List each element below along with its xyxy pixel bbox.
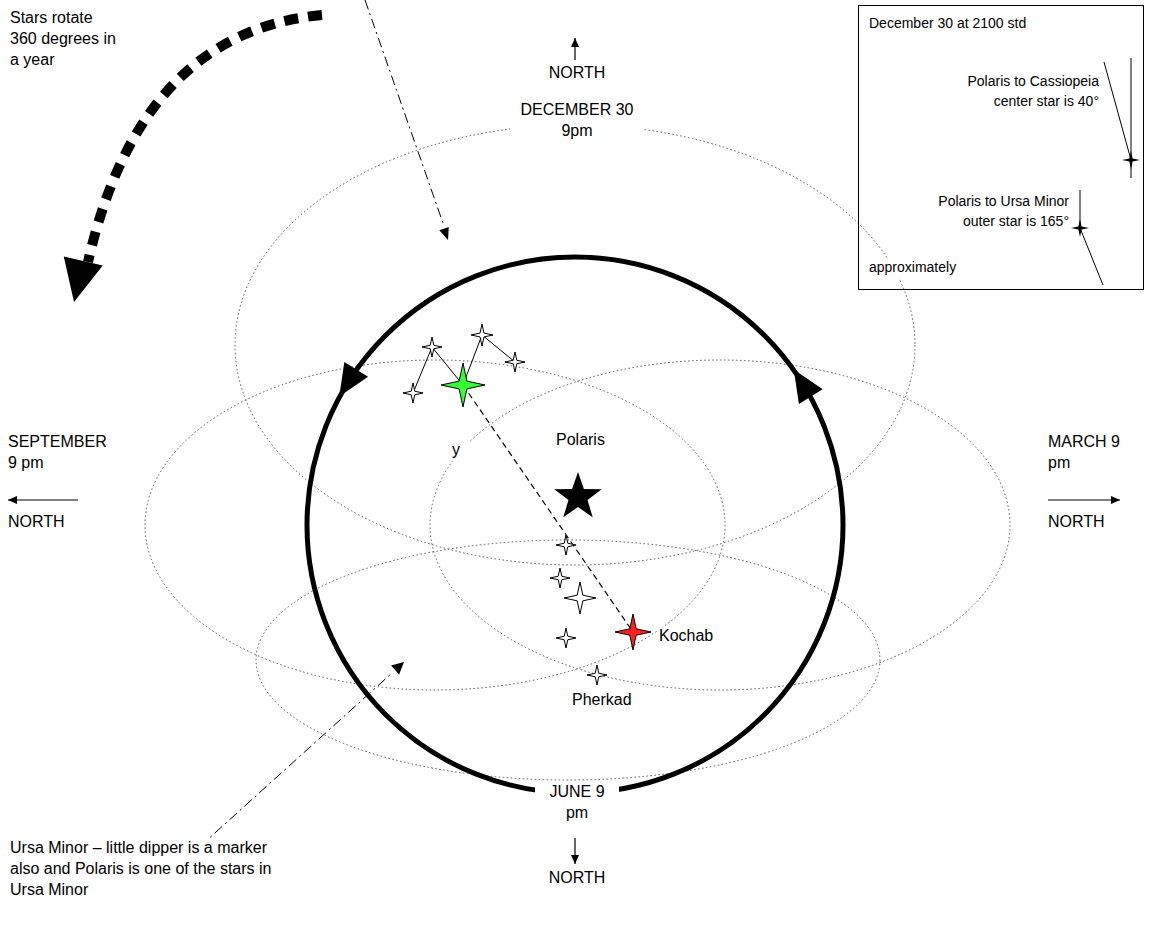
- leader-arrowhead: [391, 662, 404, 674]
- note-label: Stars rotate 360 degrees in a year: [8, 8, 120, 70]
- star-label: Polaris: [554, 430, 628, 451]
- kochab-star: [615, 614, 651, 650]
- star: [505, 352, 525, 372]
- star-label: Pherkad: [570, 690, 649, 711]
- time-label: DECEMBER 30 9pm: [510, 100, 644, 142]
- direction-label: NORTH: [535, 868, 619, 889]
- direction-label: NORTH: [6, 512, 90, 533]
- rotation-dashed-arrow: [88, 15, 322, 262]
- time-label: SEPTEMBER 9 pm: [6, 432, 122, 474]
- direction-label: NORTH: [1046, 512, 1130, 533]
- star-label: Kochab: [657, 626, 731, 647]
- note-text: Polaris to Cassiopeia center star is 40°: [947, 72, 1099, 111]
- season-ellipse: [145, 360, 725, 690]
- north-arrowhead: [8, 496, 17, 504]
- time-label: MARCH 9 pm: [1046, 432, 1140, 474]
- leader-line: [365, 0, 444, 226]
- note-text: December 30 at 2100 std: [869, 14, 1129, 34]
- star: [471, 324, 493, 346]
- north-arrow: [1048, 499, 1120, 500]
- time-label: JUNE 9 pm: [535, 782, 619, 824]
- note-label: Ursa Minor – little dipper is a marker a…: [8, 838, 284, 900]
- direction-label: NORTH: [535, 63, 619, 84]
- season-ellipse: [430, 360, 1010, 690]
- note-box: December 30 at 2100 stdPolaris to Cassio…: [858, 5, 1144, 290]
- angle-icon-star: [1071, 219, 1089, 237]
- angle-icon: [1104, 62, 1131, 160]
- leader-line: [185, 673, 392, 860]
- north-arrow: [8, 499, 78, 500]
- leader-arrowhead: [439, 227, 448, 240]
- star: [550, 568, 570, 588]
- note-text: approximately: [869, 258, 1069, 278]
- north-arrowhead: [1111, 496, 1120, 504]
- note-text: Polaris to Ursa Minor outer star is 165°: [917, 192, 1069, 231]
- star-label: y: [450, 440, 470, 461]
- pherkad-star: [587, 665, 607, 685]
- pointer-line: [463, 385, 633, 632]
- rotation-arrowhead: [339, 362, 368, 397]
- north-arrowhead: [571, 38, 579, 47]
- rotation-arrowhead: [794, 369, 823, 404]
- star: [564, 582, 596, 614]
- rotation-arrowhead: [64, 257, 103, 302]
- angle-icon: [1080, 190, 1103, 285]
- star: [422, 337, 442, 357]
- star: [403, 383, 423, 403]
- cassiopeia-center-star: [441, 363, 485, 407]
- season-ellipse: [235, 125, 915, 565]
- polaris-star: [554, 472, 602, 517]
- angle-icon-star: [1122, 151, 1140, 169]
- star: [556, 535, 576, 555]
- north-arrowhead: [571, 855, 579, 864]
- season-ellipse: [256, 540, 880, 780]
- star: [556, 628, 576, 648]
- rotation-circle: [307, 257, 843, 793]
